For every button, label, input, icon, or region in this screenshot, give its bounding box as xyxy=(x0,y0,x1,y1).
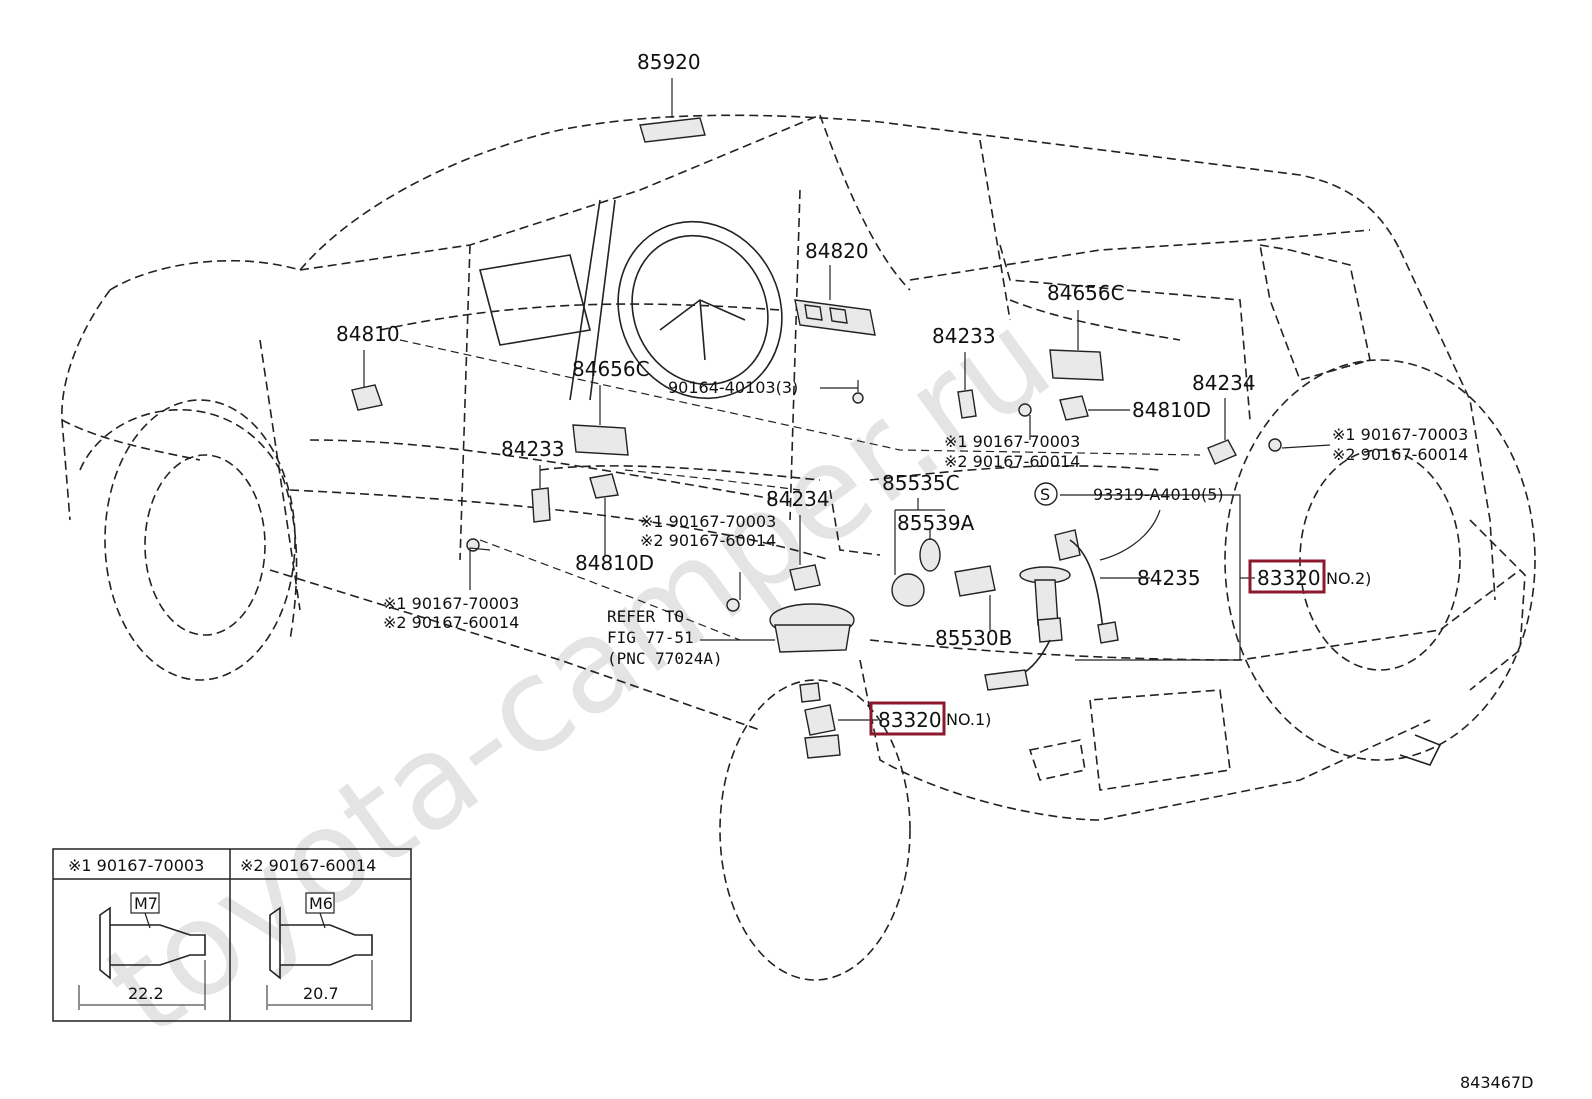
label-85920: 85920 xyxy=(637,50,701,74)
vehicle-outline xyxy=(61,114,1536,981)
part-84234-right[interactable] xyxy=(1207,398,1237,465)
part-85539a[interactable] xyxy=(919,530,941,572)
label-84810d-left: 84810D xyxy=(575,551,654,575)
legend-col1-header: ※1 90167-70003 xyxy=(68,856,204,875)
label-refer-1: REFER TO xyxy=(607,607,684,626)
bolt-fasteners xyxy=(466,380,1282,612)
figure-code: 843467D xyxy=(1460,1073,1533,1092)
leader-lines xyxy=(399,339,1331,661)
label-84234-right: 84234 xyxy=(1192,371,1256,395)
label-84235: 84235 xyxy=(1137,566,1201,590)
label-84233-left: 84233 xyxy=(501,437,565,461)
label-84810: 84810 xyxy=(336,322,400,346)
label-s-symbol: S xyxy=(1040,485,1050,504)
legend-length-22-2: 22.2 xyxy=(128,984,164,1003)
part-84820[interactable] xyxy=(794,265,876,336)
part-84656c-right[interactable] xyxy=(1049,310,1104,381)
label-84820: 84820 xyxy=(805,239,869,263)
label-no2: NO.2) xyxy=(1326,569,1371,588)
part-fuel-gauge-sender xyxy=(984,566,1071,691)
label-85539a: 85539A xyxy=(897,511,975,535)
label-n1-left: ※1 90167-70003 xyxy=(383,594,519,613)
part-labels: 85920 84820 84810 84656C 84656C 90164-40… xyxy=(336,50,1468,736)
label-93319: 93319-A4010(5) xyxy=(1093,485,1224,504)
s-symbol-circle xyxy=(1034,482,1058,506)
part-84234-left[interactable] xyxy=(789,515,821,591)
highlight-83320-no2 xyxy=(1248,559,1326,594)
label-n1-right: ※1 90167-70003 xyxy=(1332,425,1468,444)
label-n2-right: ※2 90167-60014 xyxy=(1332,445,1468,464)
label-84810d-right: 84810D xyxy=(1132,398,1211,422)
legend-bolt-m6: M6 20.7 xyxy=(266,892,373,1010)
part-84235[interactable] xyxy=(1054,529,1150,644)
legend-thread-m7: M7 xyxy=(134,894,158,913)
legend-bolt-m7: M7 22.2 xyxy=(78,892,206,1010)
highlight-83320-no1 xyxy=(869,701,946,736)
legend-length-20-7: 20.7 xyxy=(303,984,339,1003)
part-84810[interactable] xyxy=(351,350,383,411)
legend-thread-m6: M6 xyxy=(309,894,333,913)
label-85530b: 85530B xyxy=(935,626,1012,650)
label-84656c-left: 84656C xyxy=(572,357,650,381)
label-84234-left: 84234 xyxy=(766,487,830,511)
part-84233-left[interactable] xyxy=(531,465,551,523)
part-85530b[interactable] xyxy=(954,565,996,630)
label-90164: 90164-40103(3) xyxy=(668,378,798,397)
part-85535c[interactable] xyxy=(891,498,945,607)
label-n2-center: ※2 90167-60014 xyxy=(944,452,1080,471)
part-85920[interactable] xyxy=(639,78,706,143)
part-84233-right[interactable] xyxy=(957,352,977,419)
part-84810d-left[interactable] xyxy=(589,473,619,555)
part-84810d-right[interactable] xyxy=(1059,395,1130,421)
part-fuel-pump-module xyxy=(700,603,855,653)
part-84656c-left[interactable] xyxy=(572,385,629,456)
legend-col2-header: ※2 90167-60014 xyxy=(240,856,376,875)
steering-wheel xyxy=(479,199,783,401)
label-n1-mid: ※1 90167-70003 xyxy=(640,512,776,531)
label-n2-left: ※2 90167-60014 xyxy=(383,613,519,632)
label-refer-2: FIG 77-51 xyxy=(607,628,694,647)
exhaust-pipe xyxy=(1399,734,1442,766)
label-n2-mid: ※2 90167-60014 xyxy=(640,531,776,550)
label-refer-3: (PNC 77024A) xyxy=(607,649,723,668)
label-83320-no1: 83320 xyxy=(878,708,942,732)
label-no1: NO.1) xyxy=(946,710,991,729)
part-83320-no1[interactable] xyxy=(799,682,878,759)
label-84656c-right: 84656C xyxy=(1047,281,1125,305)
label-n1-center: ※1 90167-70003 xyxy=(944,432,1080,451)
label-83320-no2: 83320 xyxy=(1257,566,1321,590)
label-85535c: 85535C xyxy=(882,471,960,495)
label-84233-right: 84233 xyxy=(932,324,996,348)
fastener-legend: ※1 90167-70003 ※2 90167-60014 M7 22.2 M6… xyxy=(52,848,412,1022)
